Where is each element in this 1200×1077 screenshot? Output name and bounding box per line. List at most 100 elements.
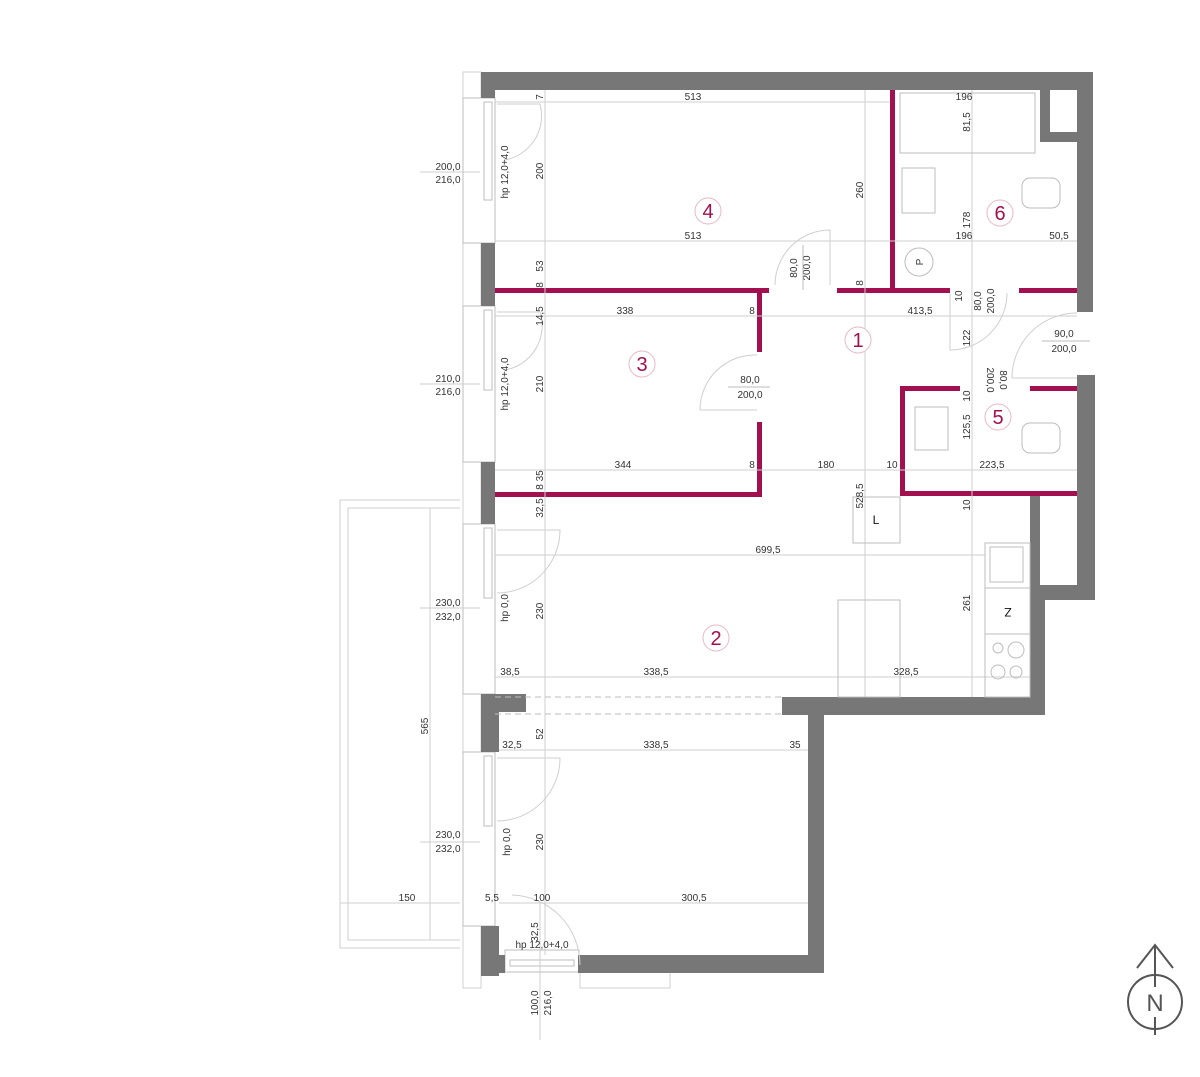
- kitchen-island: [837, 599, 901, 698]
- partition-walls: [495, 90, 1077, 497]
- svg-text:100: 100: [534, 893, 551, 904]
- svg-text:216,0: 216,0: [543, 990, 554, 1015]
- svg-text:hp 12,0+4,0: hp 12,0+4,0: [515, 940, 569, 951]
- north-arrow-icon: N: [1127, 943, 1183, 1035]
- room-label-4: 4: [694, 197, 722, 225]
- balcony: [339, 499, 460, 949]
- cooktop: [984, 633, 1031, 698]
- svg-text:5: 5: [992, 407, 1003, 429]
- svg-text:8: 8: [749, 306, 755, 317]
- svg-text:6: 6: [994, 203, 1005, 225]
- fixtures: [837, 92, 1061, 698]
- svg-text:216,0: 216,0: [435, 175, 460, 186]
- sink-room5: [914, 406, 949, 451]
- svg-text:80,0: 80,0: [973, 291, 984, 311]
- svg-text:38,5: 38,5: [500, 667, 520, 678]
- boiler: [904, 247, 934, 277]
- svg-text:230: 230: [535, 602, 546, 619]
- room-label-1: 1: [844, 326, 872, 354]
- svg-text:210: 210: [535, 375, 546, 392]
- svg-text:8: 8: [855, 280, 866, 286]
- svg-text:513: 513: [685, 231, 702, 242]
- room-label-5: 5: [984, 403, 1012, 431]
- svg-text:200,0: 200,0: [802, 255, 813, 280]
- svg-text:196: 196: [956, 92, 973, 103]
- svg-text:7: 7: [535, 94, 546, 100]
- svg-text:230: 230: [535, 833, 546, 850]
- fridge-label: Z: [1004, 605, 1011, 619]
- svg-text:260: 260: [855, 181, 866, 198]
- svg-text:300,5: 300,5: [681, 893, 706, 904]
- svg-text:122: 122: [962, 329, 973, 346]
- svg-text:52: 52: [535, 728, 546, 740]
- room-label-2: 2: [702, 624, 730, 652]
- svg-text:14,5: 14,5: [535, 306, 546, 326]
- svg-text:4: 4: [702, 201, 713, 223]
- svg-text:8 35: 8 35: [535, 470, 546, 490]
- svg-text:2: 2: [710, 628, 721, 650]
- svg-text:338,5: 338,5: [643, 740, 668, 751]
- exterior-walls: [481, 72, 1095, 976]
- svg-text:200: 200: [535, 162, 546, 179]
- svg-text:232,0: 232,0: [435, 844, 460, 855]
- svg-text:81,5: 81,5: [962, 112, 973, 132]
- svg-text:200,0: 200,0: [737, 390, 762, 401]
- svg-text:200,0: 200,0: [986, 288, 997, 313]
- boiler-label: P: [915, 258, 926, 265]
- room-label-6: 6: [986, 199, 1014, 227]
- toilet-room5: [1021, 422, 1061, 454]
- svg-text:100,0: 100,0: [530, 990, 541, 1015]
- svg-text:180: 180: [818, 460, 835, 471]
- bathtub: [899, 92, 1036, 154]
- svg-text:5,5: 5,5: [485, 893, 499, 904]
- svg-text:10: 10: [954, 290, 965, 302]
- svg-text:10: 10: [962, 499, 973, 511]
- dimension-texts: 513 513 196 196 50,5 338 8 413,5 344 8 1…: [399, 92, 1070, 904]
- svg-text:hp 0,0: hp 0,0: [500, 594, 511, 622]
- room-label-3: 3: [628, 350, 656, 378]
- svg-text:200,0: 200,0: [1051, 344, 1076, 355]
- svg-text:528,5: 528,5: [855, 483, 866, 508]
- svg-text:80,0: 80,0: [740, 375, 760, 386]
- svg-text:413,5: 413,5: [907, 306, 932, 317]
- svg-text:8: 8: [749, 460, 755, 471]
- wardrobe: [852, 496, 901, 544]
- room-labels: 4 6 3 1 5 2: [628, 197, 1014, 652]
- north-label: N: [1146, 990, 1163, 1017]
- svg-text:338: 338: [617, 306, 634, 317]
- svg-text:210,0: 210,0: [435, 374, 460, 385]
- svg-text:125,5: 125,5: [962, 414, 973, 439]
- svg-text:200,0: 200,0: [984, 367, 995, 392]
- svg-text:hp 0,0: hp 0,0: [502, 828, 513, 856]
- svg-text:230,0: 230,0: [435, 830, 460, 841]
- svg-text:hp 12,0+4,0: hp 12,0+4,0: [500, 145, 511, 199]
- svg-text:699,5: 699,5: [755, 545, 780, 556]
- sink-room6: [901, 167, 936, 214]
- dimension-lines: [340, 90, 1077, 1040]
- svg-text:90,0: 90,0: [1054, 329, 1074, 340]
- window-frames: [462, 97, 580, 973]
- svg-text:261: 261: [962, 594, 973, 611]
- svg-text:232,0: 232,0: [435, 612, 460, 623]
- svg-text:8: 8: [535, 282, 546, 288]
- svg-text:178: 178: [962, 211, 973, 228]
- svg-text:35: 35: [789, 740, 801, 751]
- door-labels: 80,0 200,0 80,0 200,0 80,0 200,0 90,0 20…: [728, 245, 1090, 401]
- svg-text:10: 10: [886, 460, 898, 471]
- vertical-dimension-texts: 7 200 53 8 260 8 81,5 178 14,5 210 8 35 …: [420, 94, 973, 942]
- svg-text:53: 53: [535, 260, 546, 272]
- svg-text:338,5: 338,5: [643, 667, 668, 678]
- svg-text:223,5: 223,5: [979, 460, 1004, 471]
- svg-text:3: 3: [636, 354, 647, 376]
- svg-text:200,0: 200,0: [435, 162, 460, 173]
- wardrobe-label: L: [873, 513, 880, 527]
- svg-text:328,5: 328,5: [893, 667, 918, 678]
- svg-text:32,5: 32,5: [502, 740, 522, 751]
- svg-text:80,0: 80,0: [789, 258, 800, 278]
- facade-insulation: [462, 71, 671, 989]
- toilet-room6: [1021, 177, 1061, 209]
- svg-text:hp 12,0+4,0: hp 12,0+4,0: [500, 357, 511, 411]
- svg-text:10: 10: [962, 390, 973, 402]
- window-labels: 200,0 216,0 hp 12,0+4,0 210,0 216,0 hp 1…: [435, 145, 569, 1016]
